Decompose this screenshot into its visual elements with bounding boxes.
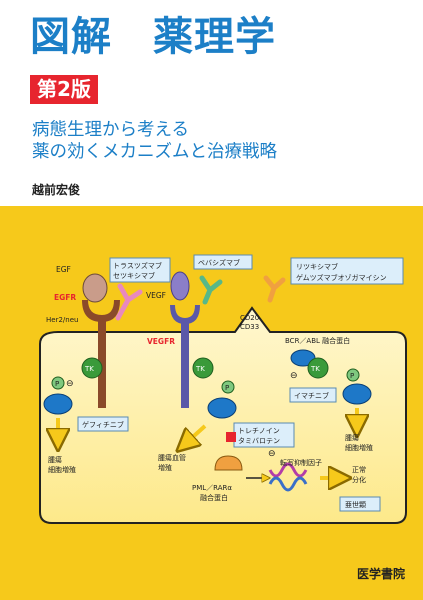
egfr-label: EGFR — [54, 293, 76, 302]
p-label-middle: P — [225, 384, 229, 392]
tumor-left-label-1: 腫瘍 — [48, 455, 62, 464]
arrow-middle — [185, 424, 207, 444]
trastuzumab-antibody — [115, 283, 143, 321]
tk-label-left: TK — [84, 365, 94, 373]
p-circle-middle — [221, 380, 235, 394]
pml-rar-protein — [214, 455, 243, 471]
vegfr-receptor — [170, 305, 200, 324]
imatinib-box — [289, 387, 337, 403]
egf-ligand — [82, 273, 108, 303]
apl-box — [339, 496, 381, 512]
gemtuzumab-label: ゲムツズマブオゾガマイシン — [296, 273, 387, 282]
signal-protein-right — [342, 383, 372, 405]
vegfr-label: VEGFR — [147, 337, 175, 346]
rituximab-antibody — [263, 275, 286, 303]
transcription-factor-label: 転写抑制因子 — [280, 458, 322, 467]
bevacizumab-box — [193, 254, 253, 270]
bevacizumab-label: ベバシズマブ — [198, 258, 240, 267]
p-label-right: P — [350, 372, 354, 380]
tk-circle-left — [81, 357, 103, 379]
subtitle-line-2: 薬の効くメカニズムと治療戦略 — [32, 142, 277, 162]
tretinoin-label: トレチノイン — [238, 427, 280, 435]
gefitinib-label: ゲフィチニブ — [82, 420, 124, 429]
tk-circle-middle — [192, 357, 214, 379]
vegf-ligand — [170, 271, 190, 301]
normal-label-2: 分化 — [352, 475, 366, 484]
inhibit-mark-dna: ⊖ — [268, 449, 276, 459]
cd33-label: CD33 — [240, 323, 259, 331]
gefitinib-box — [77, 416, 129, 432]
subtitle-line-1: 病態生理から考える — [32, 120, 189, 140]
p-label-left: P — [55, 380, 59, 388]
angio-label-1: 腫瘍血管 — [158, 453, 186, 462]
author-name: 越前宏俊 — [32, 183, 81, 197]
p-circle-right — [346, 368, 360, 382]
tretinoin-box — [233, 422, 295, 448]
angio-label-2: 増殖 — [158, 463, 172, 472]
bevacizumab-antibody — [199, 275, 223, 305]
inhibit-mark-right: ⊖ — [290, 371, 298, 381]
dna-strand-b — [268, 476, 308, 492]
signal-protein-middle — [207, 397, 237, 419]
tk-circle-right — [307, 357, 329, 379]
tumor-right-label-2: 細胞増殖 — [345, 443, 373, 452]
tamibarotene-label: タミバロテン — [238, 436, 280, 445]
signal-protein-left — [43, 393, 73, 415]
tumor-left-label-2: 細胞増殖 — [48, 465, 76, 474]
p-circle-left — [51, 376, 65, 390]
inhibit-mark-left: ⊖ — [66, 379, 74, 389]
drug-pill — [226, 432, 236, 442]
book-subtitle: 病態生理から考える 薬の効くメカニズムと治療戦略 — [32, 119, 277, 163]
book-title: 図解 薬理学 — [30, 14, 276, 60]
her2-label: Her2/neu — [46, 316, 78, 324]
vegfr-stem — [181, 320, 189, 408]
bcr-abl-label: BCR／ABL 融合蛋白 — [285, 336, 350, 345]
egf-label: EGF — [56, 265, 71, 274]
dna-strand-a — [268, 462, 308, 478]
trastuzumab-box — [109, 257, 171, 283]
egfr-stem — [98, 318, 106, 408]
egfr-receptor — [82, 300, 120, 322]
pml-rar-label-1: PML／RARα — [192, 484, 232, 492]
trastuzumab-label: トラスツズマブ — [113, 261, 162, 270]
rituximab-label: リツキシマブ — [296, 262, 338, 271]
pml-rar-label-2: 融合蛋白 — [200, 493, 228, 502]
rituximab-box — [290, 257, 404, 285]
cd20-label: CD20 — [240, 314, 259, 322]
tumor-right-label-1: 腫瘍 — [345, 433, 359, 442]
normal-label-1: 正常 — [352, 465, 366, 474]
publisher-name: 医学書院 — [357, 567, 406, 581]
vegf-label: VEGF — [146, 291, 166, 300]
cetuximab-label: セツキシマブ — [113, 271, 155, 280]
tk-label-right: TK — [310, 365, 320, 373]
tk-label-middle: TK — [195, 365, 205, 373]
apl-label: 亜世顆 — [345, 500, 366, 509]
edition-badge: 第2版 — [30, 75, 98, 104]
imatinib-label: イマチニブ — [294, 391, 329, 400]
